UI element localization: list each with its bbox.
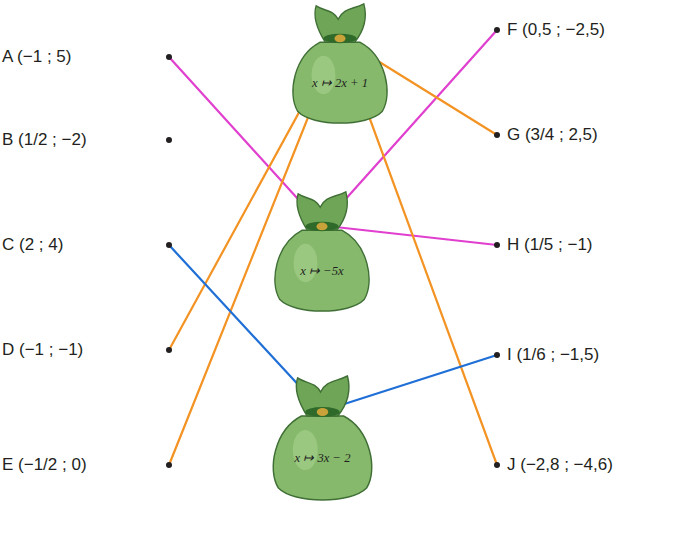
point-dot xyxy=(494,462,500,468)
function-rule: x ↦ −5x xyxy=(267,263,377,279)
bag-shape xyxy=(265,372,380,502)
function-rule: x ↦ 3x − 2 xyxy=(265,450,380,466)
point-dot xyxy=(166,54,172,60)
point-label: C (2 ; 4) xyxy=(2,225,172,265)
function-bag: x ↦ 2x + 1 xyxy=(285,0,395,125)
function-bag: x ↦ −5x xyxy=(267,188,377,313)
point-coordinates: F (0,5 ; −2,5) xyxy=(507,10,605,50)
point-dot xyxy=(166,462,172,468)
bag-top xyxy=(297,192,347,230)
point-dot xyxy=(494,352,500,358)
bag-knot xyxy=(306,222,339,232)
point-coordinates: D (−1 ; −1) xyxy=(2,330,83,370)
point-dot xyxy=(494,132,500,138)
function-bag: x ↦ 3x − 2 xyxy=(265,372,380,502)
point-label: G (3/4 ; 2,5) xyxy=(494,115,680,155)
point-coordinates: G (3/4 ; 2,5) xyxy=(507,115,598,155)
bag-top xyxy=(296,376,349,416)
point-coordinates: C (2 ; 4) xyxy=(2,225,63,265)
function-rule: x ↦ 2x + 1 xyxy=(285,75,395,91)
point-label: B (1/2 ; −2) xyxy=(2,120,172,160)
point-label: F (0,5 ; −2,5) xyxy=(494,10,680,50)
bag-shape xyxy=(285,0,395,125)
point-dot xyxy=(166,242,172,248)
point-label: H (1/5 ; −1) xyxy=(494,225,680,265)
point-coordinates: A (−1 ; 5) xyxy=(2,37,71,77)
point-label: I (1/6 ; −1,5) xyxy=(494,335,680,375)
point-coordinates: E (−1/2 ; 0) xyxy=(2,445,87,485)
bag-tie xyxy=(335,35,346,43)
bag-knot xyxy=(305,407,340,417)
point-label: E (−1/2 ; 0) xyxy=(2,445,172,485)
point-dot xyxy=(166,137,172,143)
bag-top xyxy=(315,4,365,42)
bag-tie xyxy=(317,408,329,416)
bag-tie xyxy=(317,223,328,231)
point-coordinates: H (1/5 ; −1) xyxy=(507,225,593,265)
point-coordinates: I (1/6 ; −1,5) xyxy=(507,335,599,375)
bag-knot xyxy=(324,34,357,44)
point-coordinates: J (−2,8 ; −4,6) xyxy=(507,445,613,485)
point-dot xyxy=(494,27,500,33)
point-dot xyxy=(494,242,500,248)
point-label: D (−1 ; −1) xyxy=(2,330,172,370)
point-label: J (−2,8 ; −4,6) xyxy=(494,445,680,485)
bag-shape xyxy=(267,188,377,313)
point-dot xyxy=(166,347,172,353)
point-coordinates: B (1/2 ; −2) xyxy=(2,120,87,160)
point-label: A (−1 ; 5) xyxy=(2,37,172,77)
